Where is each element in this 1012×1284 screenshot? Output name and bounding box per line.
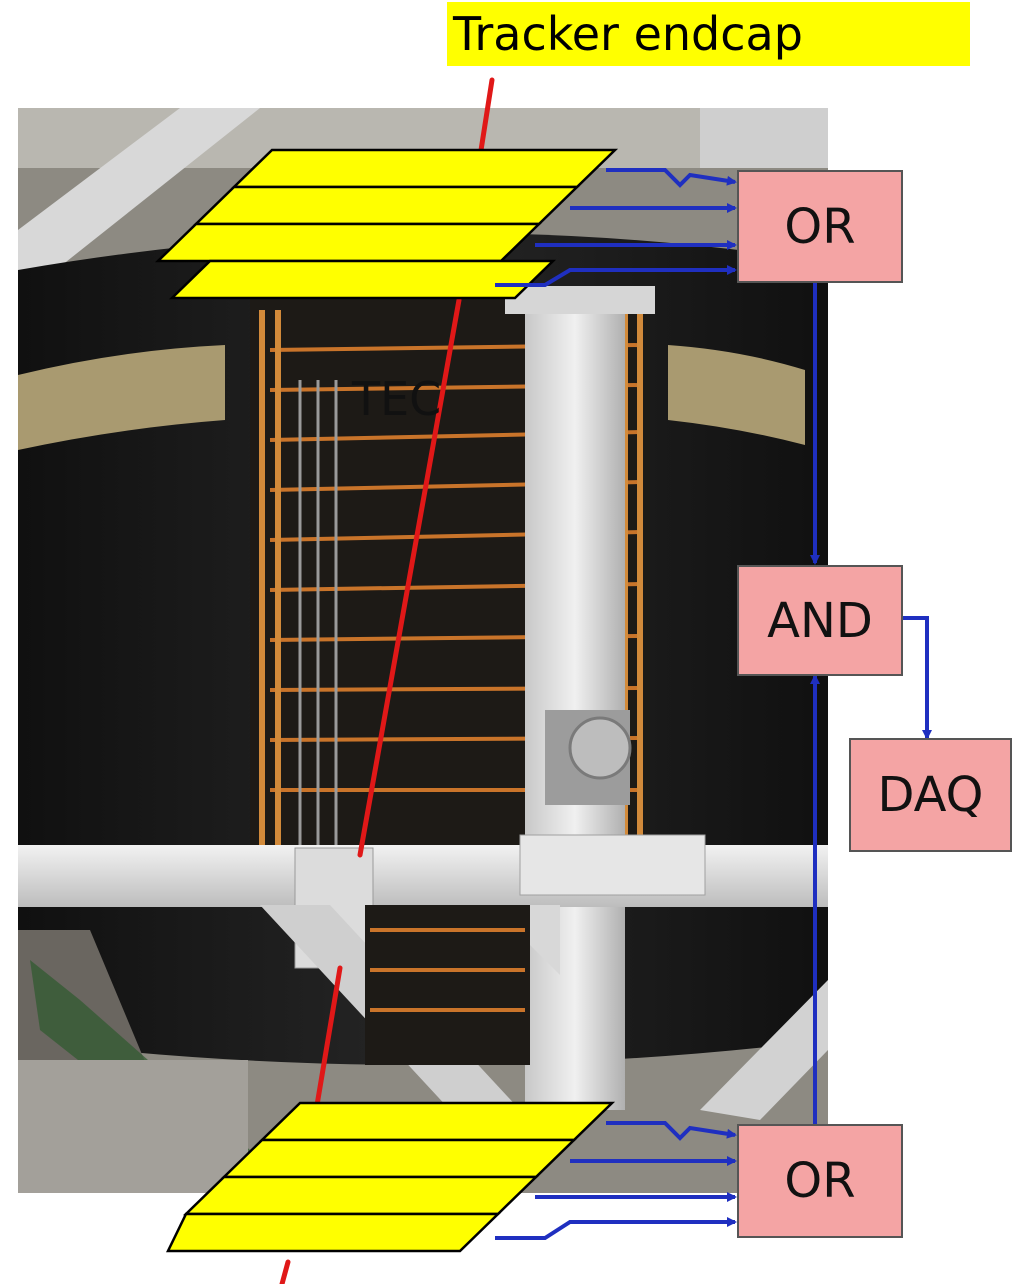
tracker-endcap-label: Tracker endcap (447, 2, 970, 66)
or-gate-top: OR (737, 170, 903, 283)
and-gate: AND (737, 565, 903, 676)
logic-connections (815, 283, 927, 1124)
or-gate-bottom: OR (737, 1124, 903, 1238)
daq-box: DAQ (849, 738, 1012, 852)
tec-photo-label: TEC (352, 372, 441, 426)
